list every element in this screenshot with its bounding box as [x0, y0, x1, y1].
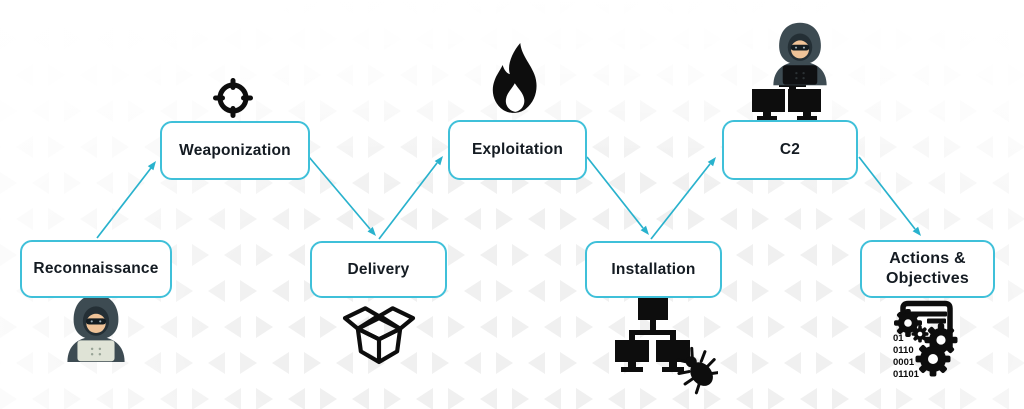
stage-box-exploitation: Exploitation — [448, 120, 587, 180]
open-box-icon — [342, 306, 416, 365]
crosshair-target-icon — [213, 78, 253, 118]
arrow-exploitation-to-installation — [586, 156, 649, 235]
stage-box-installation: Installation — [585, 241, 722, 298]
stage-label: C2 — [779, 141, 801, 159]
stage-label: Installation — [611, 260, 696, 278]
arrow-c2-to-actions — [858, 156, 921, 236]
stage-label: Objectives — [886, 270, 969, 287]
stage-box-actions-objectives: Actions & Objectives — [860, 240, 995, 298]
stage-box-reconnaissance: Reconnaissance — [20, 240, 172, 298]
arrow-installation-to-c2 — [650, 157, 716, 240]
stage-box-delivery: Delivery — [310, 241, 447, 298]
svg-text:01101: 01101 — [893, 369, 920, 380]
stage-label: Actions & — [889, 250, 966, 267]
hacker-network-icon — [752, 22, 827, 120]
arrow-weaponization-to-delivery — [308, 156, 376, 236]
hacker-laptop-icon — [57, 294, 135, 362]
arrow-reconnaissance-to-weaponization — [96, 161, 156, 239]
svg-text:0001: 0001 — [893, 357, 915, 368]
stage-label: Exploitation — [471, 141, 564, 159]
gear-icon — [915, 341, 951, 377]
svg-text:0110: 0110 — [893, 345, 914, 356]
arrow-delivery-to-exploitation — [378, 156, 443, 240]
stage-box-weaponization: Weaponization — [160, 121, 310, 180]
stage-label: Delivery — [347, 260, 410, 278]
hacker-icon — [773, 22, 827, 86]
stage-label: Reconnaissance — [33, 260, 159, 278]
svg-text:01: 01 — [893, 333, 904, 344]
document-gears-binary-icon: 01 0110 0001 01101 — [893, 300, 958, 380]
stage-box-c2: C2 — [722, 120, 858, 180]
flame-icon — [492, 43, 537, 113]
network-malware-bug-icon — [615, 298, 718, 395]
stage-label: Weaponization — [179, 141, 291, 159]
